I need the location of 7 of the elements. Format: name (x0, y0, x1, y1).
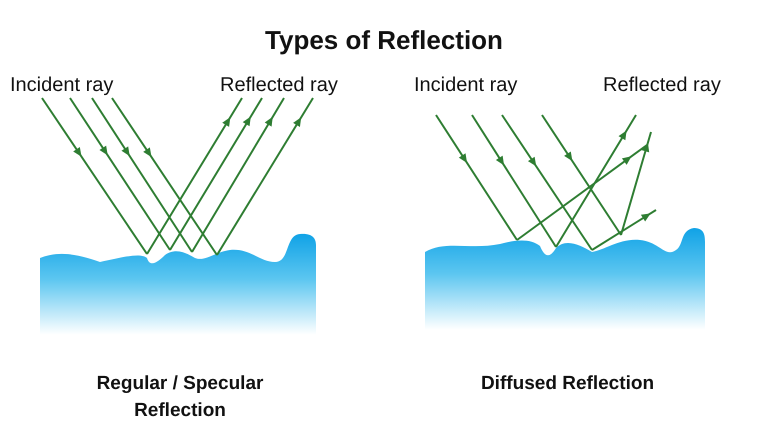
ray-label: Reflected ray (220, 73, 339, 98)
ray-label: Reflected ray (603, 73, 722, 98)
reflection-type-caption: Regular / Specular Reflection (96, 372, 264, 423)
diagram-title: Types of Reflection (264, 24, 504, 56)
ray-label: Incident ray (10, 73, 114, 98)
ray-label: Incident ray (414, 73, 518, 98)
reflection-type-caption: Diffused Reflection (480, 372, 656, 396)
